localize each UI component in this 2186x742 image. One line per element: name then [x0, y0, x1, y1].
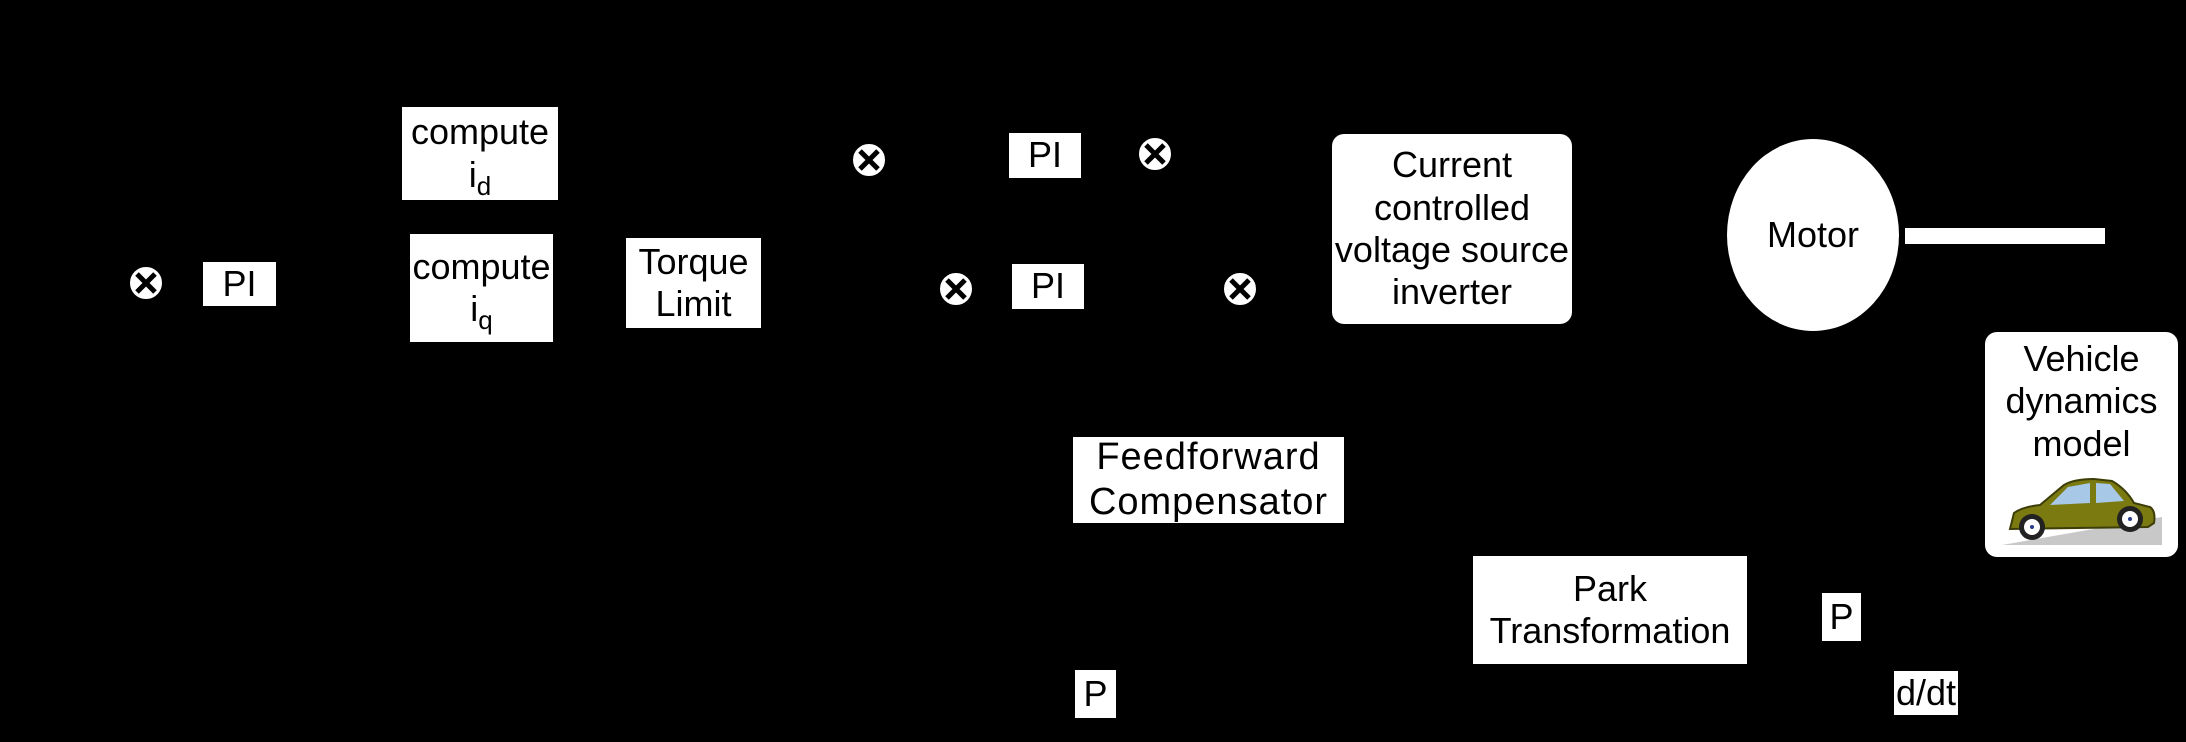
inverter-line4: inverter	[1391, 271, 1513, 313]
compute-id-base: i	[468, 153, 477, 195]
summing-junction-id-icon	[851, 142, 887, 178]
car-icon	[2001, 478, 2162, 546]
compute-id-sub: d	[476, 170, 492, 201]
compute-iq-line1: compute	[412, 245, 551, 287]
p-gain-right-block: P	[1822, 593, 1861, 641]
p-gain-bottom-block: P	[1075, 670, 1116, 718]
torque-limit-line1: Torque	[638, 240, 749, 282]
compute-id-block: compute id	[402, 107, 558, 201]
vehicle-line3: model	[2032, 422, 2131, 464]
feedforward-line2: Compensator	[1088, 481, 1329, 523]
feedforward-line1: Feedforward	[1096, 436, 1321, 479]
p-right-label: P	[1829, 595, 1854, 637]
ddt-label: d/dt	[1895, 671, 1957, 713]
pi-q-block: PI	[1012, 264, 1084, 309]
compute-iq-sub: q	[478, 305, 493, 335]
compute-id-line2: id	[468, 153, 491, 201]
derivative-block: d/dt	[1894, 671, 1958, 715]
compute-iq-line2: iq	[470, 288, 492, 335]
compute-iq-block: compute iq	[410, 234, 553, 342]
vehicle-line2: dynamics	[2005, 380, 2158, 422]
motor-shaft	[1905, 228, 2105, 244]
compute-id-line1: compute	[410, 111, 550, 153]
inverter-line2: controlled	[1373, 186, 1531, 228]
park-line2: Transformation	[1489, 610, 1731, 651]
motor-label: Motor	[1766, 213, 1860, 255]
summing-junction-iq-icon	[938, 271, 974, 307]
compute-iq-base: i	[470, 288, 479, 329]
pi-speed-label: PI	[222, 262, 257, 304]
summing-junction-vq-icon	[1222, 271, 1258, 307]
summing-junction-speed-icon	[128, 265, 164, 301]
summing-junction-vd-icon	[1137, 136, 1173, 172]
pi-d-label: PI	[1027, 134, 1062, 176]
park-transformation-block: Park Transformation	[1473, 556, 1747, 664]
inverter-line3: voltage source	[1334, 229, 1570, 270]
torque-limit-block: Torque Limit	[626, 238, 761, 328]
motor-block: Motor	[1727, 139, 1899, 331]
inverter-line1: Current	[1391, 144, 1513, 186]
vehicle-dynamics-block: Vehicle dynamics model	[1985, 332, 2178, 557]
inverter-block: Current controlled voltage source invert…	[1332, 134, 1572, 324]
park-line1: Park	[1572, 567, 1648, 609]
pi-speed-block: PI	[203, 262, 276, 306]
torque-limit-line2: Limit	[655, 283, 732, 324]
feedforward-compensator-block: Feedforward Compensator	[1073, 436, 1344, 523]
pi-d-block: PI	[1009, 133, 1081, 178]
p-bottom-label: P	[1083, 672, 1108, 714]
pi-q-label: PI	[1030, 265, 1065, 307]
vehicle-line1: Vehicle	[2023, 338, 2140, 379]
